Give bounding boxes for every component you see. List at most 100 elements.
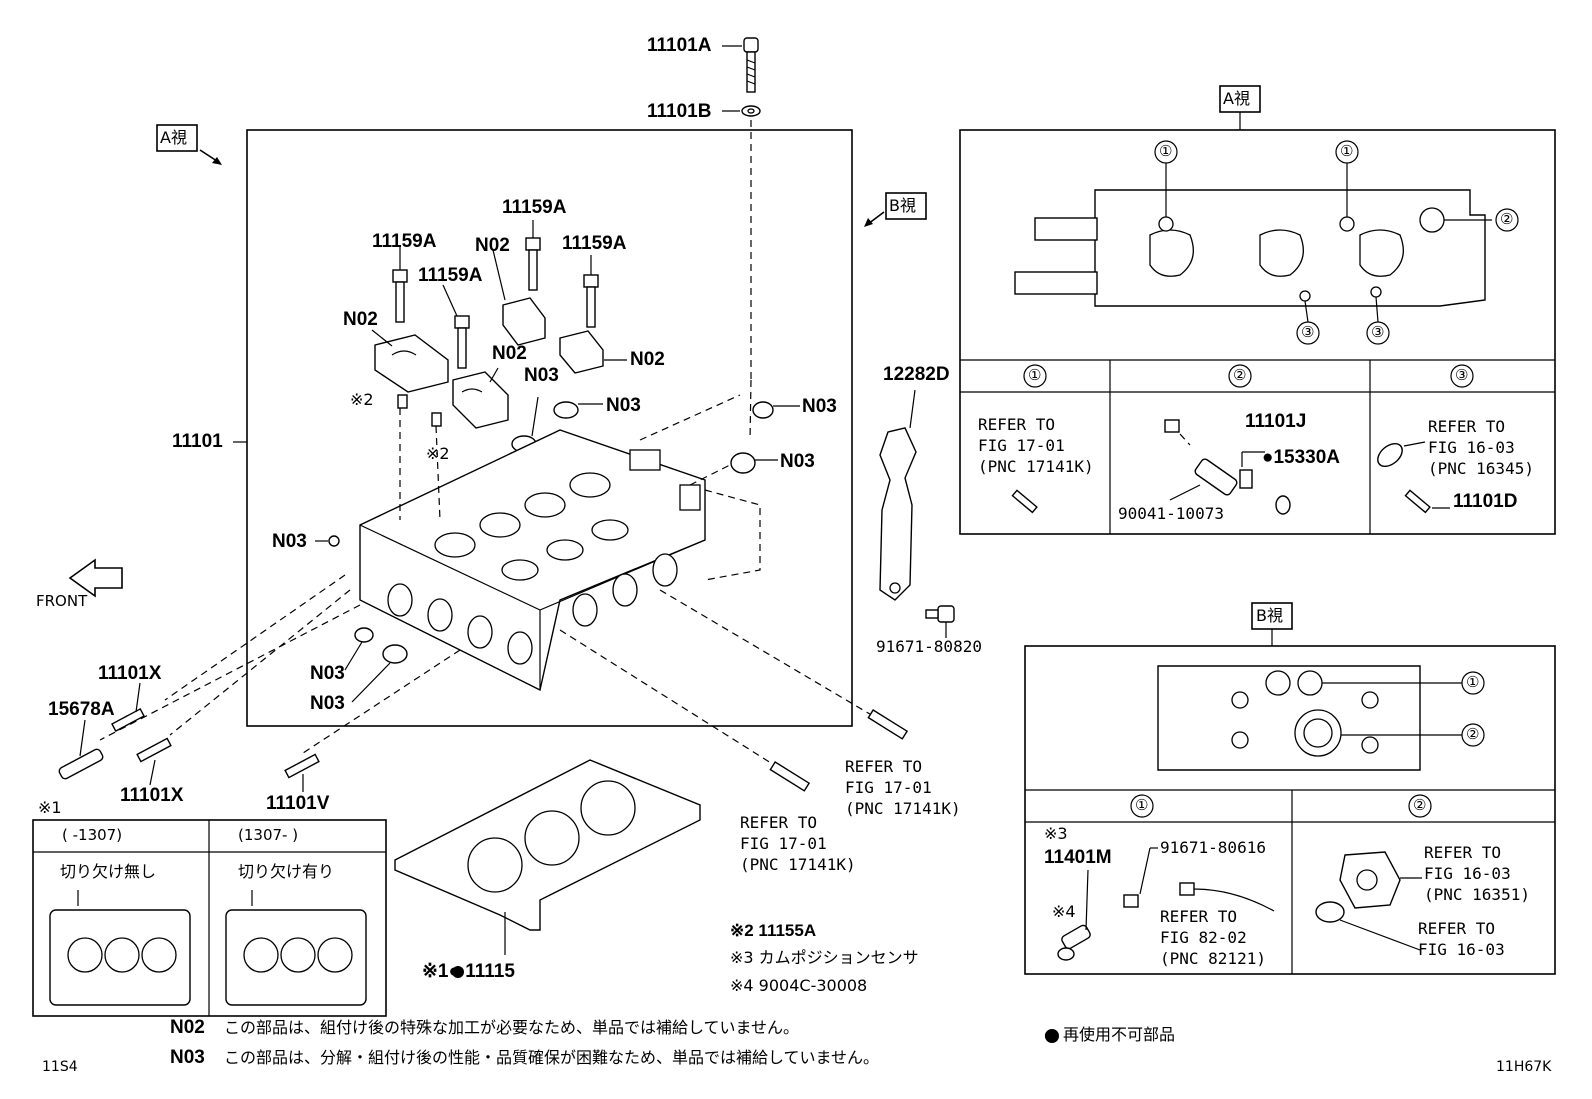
label-star2-a: ※2 [350,390,374,409]
view-b-panel-title: B視 [1256,606,1283,625]
view-a-head [1014,189,1486,307]
view-a-col3-head: ③ [1455,366,1469,384]
view-a-col1-line-3: (PNC 17141K) [978,457,1094,476]
seal-n03-5 [328,535,340,547]
dowel-star2-a [397,394,408,409]
stud-refer-2 [867,709,909,740]
label-view-a-main: A視 [160,128,187,147]
bolt-11101a [743,37,759,93]
stud-11101x-1 [111,708,145,732]
label-n02-4: N02 [630,349,665,370]
label-11101x-1: 11101X [98,663,162,684]
bearing-cap-n02-3 [502,297,546,346]
stud-11101x-2 [136,737,172,763]
label-11101: 11101 [172,431,223,452]
view-a-col3-line-2: FIG 16-03 [1428,438,1515,457]
view-b-col2-parts [1315,851,1401,923]
view-b-col2-refer-a: REFER TO FIG 16-03 (PNC 16351) [1424,842,1530,905]
bearing-cap-n02-1 [374,334,449,393]
view-a-callout-3a: ③ [1301,323,1315,341]
legend-n03-code: N03 [170,1047,205,1068]
gasket-left-caption: 切り欠け無し [60,862,157,881]
bolt-11159a-1 [392,269,408,323]
view-a-col1-line-2: FIG 17-01 [978,436,1065,455]
bolt-11159a-2 [454,315,470,369]
label-15678a: 15678A [48,699,115,720]
view-a-col3-line-1: REFER TO [1428,417,1506,436]
view-a-tag [156,124,198,152]
view-b-col1-line-3: (PNC 82121) [1160,949,1266,968]
label-11101x-2: 11101X [120,785,184,806]
refer-1-line-1: REFER TO [740,813,818,832]
view-a-col3-parts [1377,442,1431,514]
cylinder-head [359,429,706,692]
view-b-callout-1: ① [1466,673,1480,691]
view-b-col2-b-line-2: FIG 16-03 [1418,940,1505,959]
label-15330a: ●15330A [1262,447,1341,468]
view-a-col1-refer: REFER TO FIG 17-01 (PNC 17141K) [978,414,1094,477]
ocv-valve-15330a [1164,419,1291,515]
legend-dot-icon [1045,1029,1059,1043]
gasket-variant-notch [225,890,367,1006]
view-a-col3-line-3: (PNC 16345) [1428,459,1534,478]
label-n02-3: N02 [492,343,527,364]
label-11159a-4: 11159A [562,233,627,254]
view-a-callout-1a: ① [1159,142,1173,160]
refer-block-1: REFER TO FIG 17-01 (PNC 17141K) [740,812,856,875]
bearing-cap-n02-2 [452,371,509,429]
label-11101v: 11101V [266,793,330,814]
bolt-11159a-4 [583,274,599,328]
view-b-col1-line-2: FIG 82-02 [1160,928,1247,947]
label-91671-80820: 91671-80820 [876,637,982,656]
view-a-panel-title: A視 [1223,89,1250,108]
refer-block-2: REFER TO FIG 17-01 (PNC 17141K) [845,756,961,819]
label-11101b: 11101B [647,101,712,122]
label-star1: ※1 [38,798,62,817]
view-a-stud [1011,489,1038,514]
view-a-callout-2: ② [1500,210,1514,228]
view-a-callout-1b: ① [1340,142,1354,160]
label-n03-7: N03 [310,693,345,714]
legend-n02-code: N02 [170,1017,205,1038]
legend-dot-text: ● 再使用不可部品 [1044,1025,1176,1044]
view-a-panel [959,129,1556,535]
label-90041-10073: 90041-10073 [1118,504,1224,523]
view-b-panel [1024,645,1556,975]
note-star2: ※2 11155A [730,921,817,940]
label-n03-6: N03 [310,663,345,684]
label-12282d: 12282D [883,364,950,385]
view-a-col1-line-1: REFER TO [978,415,1056,434]
label-n03-2: N03 [606,395,641,416]
view-b-tag [885,192,927,220]
label-star2-b: ※2 [426,444,450,463]
legend-n03-text: この部品は、分解・組付け後の性能・品質確保が困難なため、単品では補給していません… [224,1048,880,1067]
label-91671-80616: 91671-80616 [1160,838,1266,857]
seal-n03-7 [382,644,408,664]
gasket-dot-icon [452,966,464,978]
refer-2-line-2: FIG 17-01 [845,778,932,797]
view-b-head [1157,665,1421,771]
seal-n03-2 [553,401,579,419]
label-n02-1: N02 [475,235,510,256]
stud-11101v [284,753,320,779]
label-11101d: 11101D [1453,491,1518,512]
view-a-col1-head: ① [1028,366,1042,384]
plug-15678a [58,748,104,780]
stud-refer-1 [769,761,811,792]
gasket-right-caption: 切り欠け有り [238,862,335,881]
refer-2-line-1: REFER TO [845,757,923,776]
label-n03-4: N03 [780,451,815,472]
view-b-col1-line-1: REFER TO [1160,907,1238,926]
label-11101j: 11101J [1245,411,1307,432]
legend-n02-text: この部品は、組付け後の特殊な加工が必要なため、単品では補給していません。 [224,1018,800,1037]
view-b-col1-head: ① [1135,796,1149,814]
label-11401m: 11401M [1044,847,1112,868]
label-front: FRONT [36,592,88,610]
view-a-col3-refer: REFER TO FIG 16-03 (PNC 16345) [1428,416,1534,479]
view-a-col2-head: ② [1233,366,1247,384]
view-b-col2-head: ② [1413,796,1427,814]
seal-n03-3 [752,401,774,419]
seal-n03-6 [354,627,374,643]
dowel-star2-b [431,412,442,427]
